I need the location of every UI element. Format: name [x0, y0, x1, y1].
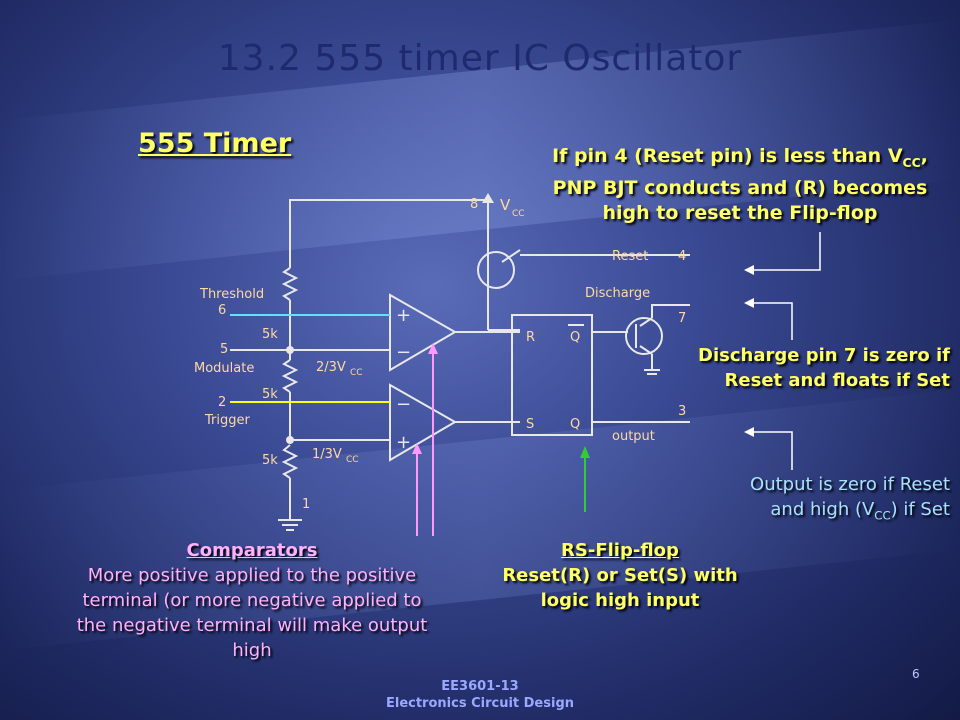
ref-low-sub: CC	[346, 455, 359, 465]
resistor-label-bottom: 5k	[262, 453, 278, 468]
ff-r-label: R	[526, 330, 535, 345]
comparator-lower-plus: +	[396, 432, 411, 453]
discharge-line	[651, 304, 690, 318]
comparator-lower	[389, 383, 458, 462]
reset-pin: 4	[678, 249, 686, 264]
discharge-pin: 7	[678, 311, 686, 326]
flipflop-pointer-head	[580, 446, 590, 458]
reset-note-line1: If pin 4 (Reset pin) is less than V	[552, 145, 903, 167]
discharge-note: Discharge pin 7 is zero if Reset and flo…	[630, 343, 950, 393]
comparator-upper-plus: +	[396, 305, 411, 326]
modulate-pin: 5	[220, 342, 228, 357]
vcc-sub: CC	[512, 209, 525, 219]
output-note: Output is zero if Reset and high (VCC) i…	[630, 472, 950, 529]
output-note-line2-end: ) if Set	[890, 499, 950, 520]
reset-note-line3: high to reset the Flip-flop	[602, 201, 878, 224]
ff-s-label: S	[526, 417, 534, 432]
discharge-note-line1: Discharge pin 7 is zero if	[698, 345, 950, 366]
reset-note-line2: PNP BJT conducts and (R) becomes	[552, 176, 928, 199]
comparators-line4: high	[232, 640, 272, 661]
comparator-pointer-1-head	[428, 343, 438, 354]
pnp-transistor-body	[477, 251, 515, 289]
vcc-arrow	[482, 193, 494, 203]
discharge-label: Discharge	[585, 286, 650, 301]
ref-high-label: 2/3V	[316, 360, 346, 375]
lower-node	[286, 436, 294, 444]
comparators-line2: terminal (or more negative applied to	[82, 590, 422, 611]
resistor-bottom	[281, 444, 299, 479]
discharge-pointer-head	[744, 298, 754, 308]
flipflop-line2: logic high input	[540, 590, 700, 611]
reset-note-sub: CC	[902, 155, 921, 170]
npn-collector-lead	[639, 317, 653, 327]
reset-label: Reset	[612, 249, 648, 264]
resistor-middle	[281, 359, 299, 393]
vcc-rail-wire	[289, 199, 488, 222]
section-title: 555 Timer	[138, 128, 292, 159]
reset-pointer	[750, 232, 821, 271]
output-note-line2: and high (V	[770, 499, 875, 520]
comparators-line3: the negative terminal will make output	[76, 615, 428, 636]
modulate-node	[286, 346, 294, 354]
output-note-line1: Output is zero if Reset	[750, 474, 950, 495]
output-pointer-head	[744, 427, 754, 437]
page-number: 6	[912, 667, 920, 681]
ref-low-label: 1/3V	[312, 447, 342, 462]
ref-high-sub: CC	[350, 368, 363, 378]
pnp-emitter-lead	[501, 249, 521, 263]
ff-q-label: Q	[570, 417, 580, 432]
comparators-note: Comparators More positive applied to the…	[32, 538, 472, 663]
threshold-label: Threshold	[199, 287, 264, 302]
ff-qbar-label: Q	[570, 330, 580, 345]
resistor-top	[281, 267, 299, 301]
output-pin: 3	[678, 404, 686, 419]
discharge-pointer	[750, 302, 793, 340]
npn-emitter-lead	[639, 345, 653, 355]
flipflop-heading: RS-Flip-flop	[561, 540, 679, 561]
discharge-note-line2: Reset and floats if Set	[724, 370, 950, 391]
ground-pin: 1	[302, 497, 310, 512]
trigger-pin: 2	[218, 395, 226, 410]
footer-line1: EE3601-13	[441, 679, 519, 694]
modulate-label: Modulate	[194, 361, 254, 376]
reset-note: If pin 4 (Reset pin) is less than VCC, P…	[520, 144, 960, 226]
flipflop-line1: Reset(R) or Set(S) with	[502, 565, 738, 586]
npn-transistor-body	[625, 317, 663, 355]
comparators-heading: Comparators	[186, 540, 318, 561]
resistor-label-middle: 5k	[262, 387, 278, 402]
vcc-pin-label: 8	[470, 197, 478, 212]
output-label: output	[612, 429, 655, 444]
resistor-label-top: 5k	[262, 327, 278, 342]
comparator-lower-minus: −	[396, 394, 411, 415]
reset-pointer-head	[744, 265, 754, 275]
page-title: 13.2 555 timer IC Oscillator	[217, 38, 743, 79]
output-pointer	[750, 431, 793, 470]
footer: EE3601-13 Electronics Circuit Design	[370, 678, 590, 712]
reset-note-line1-end: ,	[920, 145, 928, 167]
comparator-upper-minus: −	[396, 342, 411, 363]
flip-flop-box	[511, 314, 593, 436]
comparator-upper	[389, 293, 458, 372]
footer-line2: Electronics Circuit Design	[385, 696, 575, 711]
flipflop-note: RS-Flip-flop Reset(R) or Set(S) with log…	[470, 538, 770, 613]
comparator-pointer-2-head	[412, 443, 422, 454]
trigger-label: Trigger	[204, 413, 250, 428]
vcc-label: V	[500, 196, 511, 214]
comparators-line1: More positive applied to the positive	[87, 565, 417, 586]
threshold-pin: 6	[218, 303, 226, 318]
output-note-sub: CC	[874, 508, 891, 523]
